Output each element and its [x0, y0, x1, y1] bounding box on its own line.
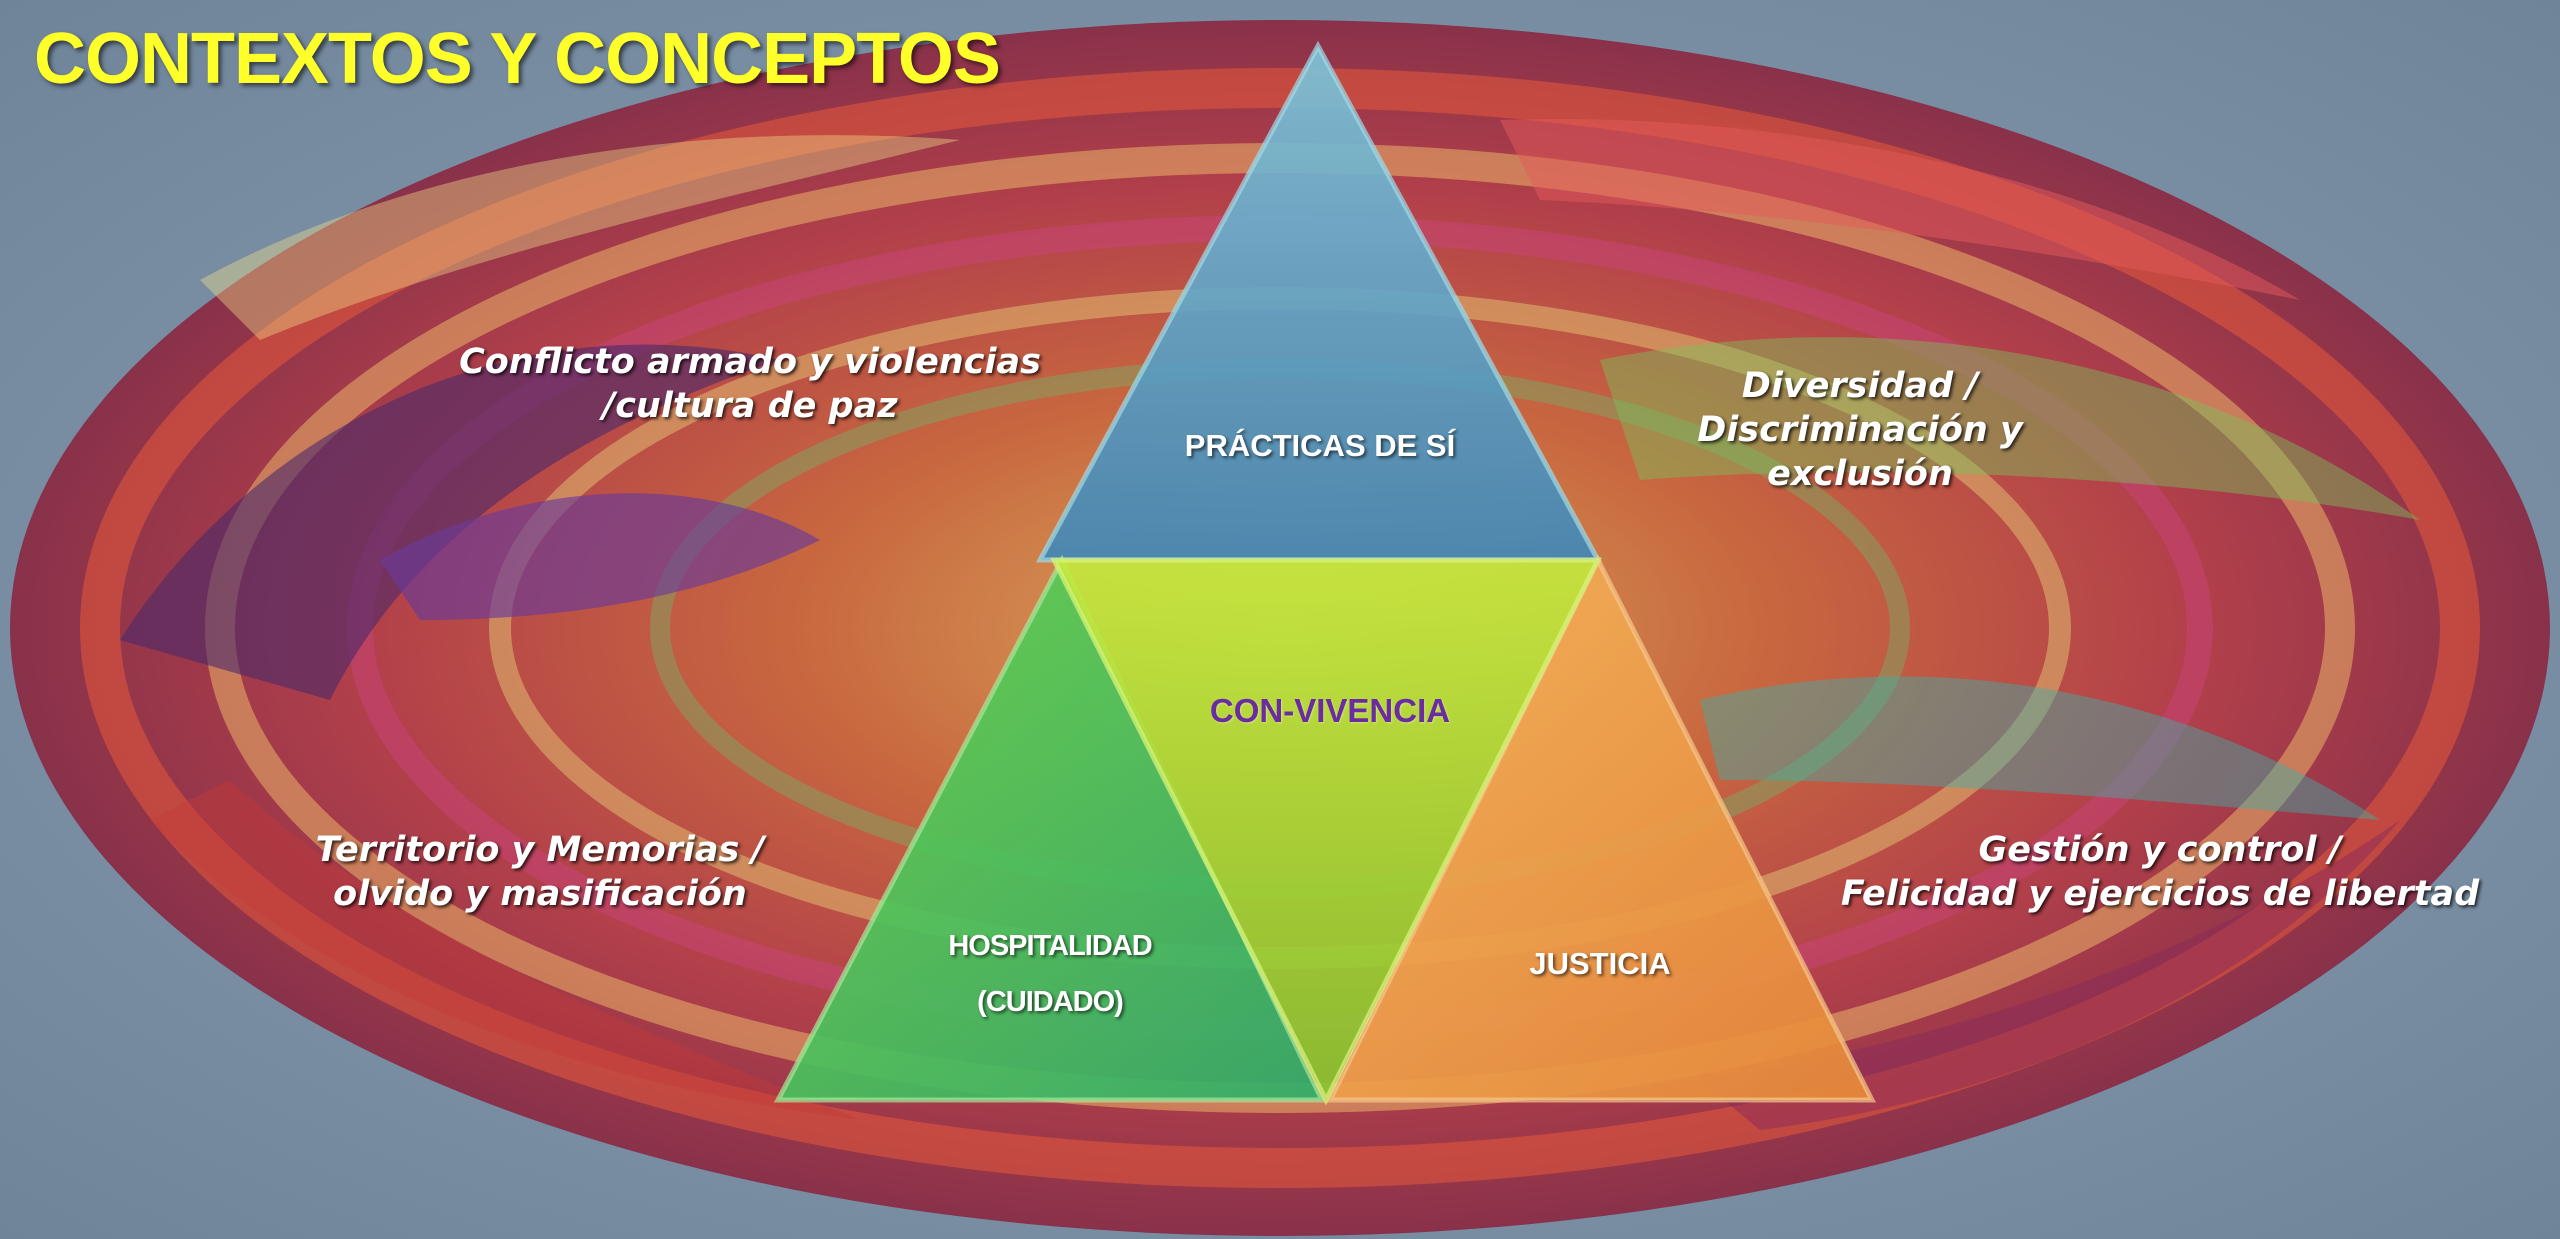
context-line: exclusión: [1767, 454, 1953, 494]
label-line: HOSPITALIDAD: [948, 930, 1152, 962]
label-con-vivencia: CON-VIVENCIA: [1209, 692, 1451, 729]
concept-triangles: [773, 40, 1877, 1106]
label-practicas-de-si: PRÁCTICAS DE SÍ: [1184, 428, 1456, 463]
context-conflicto-armado: Conflicto armado y violencias /cultura d…: [430, 340, 1070, 428]
triangle-convivencia: [1049, 557, 1603, 1106]
context-gestion-control: Gestión y control / Felicidad y ejercici…: [1800, 828, 2520, 916]
slide-title: CONTEXTOS Y CONCEPTOS: [34, 19, 1001, 99]
context-line: olvido y masificación: [333, 874, 747, 914]
context-line: Diversidad /: [1741, 366, 1979, 406]
label-justicia: JUSTICIA: [1529, 946, 1671, 981]
context-line: Territorio y Memorias /: [315, 830, 765, 870]
label-line: (CUIDADO): [977, 986, 1124, 1018]
context-territorio-memorias: Territorio y Memorias / olvido y masific…: [260, 828, 820, 916]
context-line: /cultura de paz: [602, 386, 898, 426]
context-line: Felicidad y ejercicios de libertad: [1840, 874, 2480, 914]
context-line: Conflicto armado y violencias: [459, 342, 1041, 382]
context-line: Gestión y control /: [1978, 830, 2342, 870]
context-line: Discriminación y: [1697, 410, 2023, 450]
label-hospitalidad: HOSPITALIDAD (CUIDADO): [880, 918, 1220, 1030]
context-diversidad: Diversidad / Discriminación y exclusión: [1620, 364, 2100, 496]
